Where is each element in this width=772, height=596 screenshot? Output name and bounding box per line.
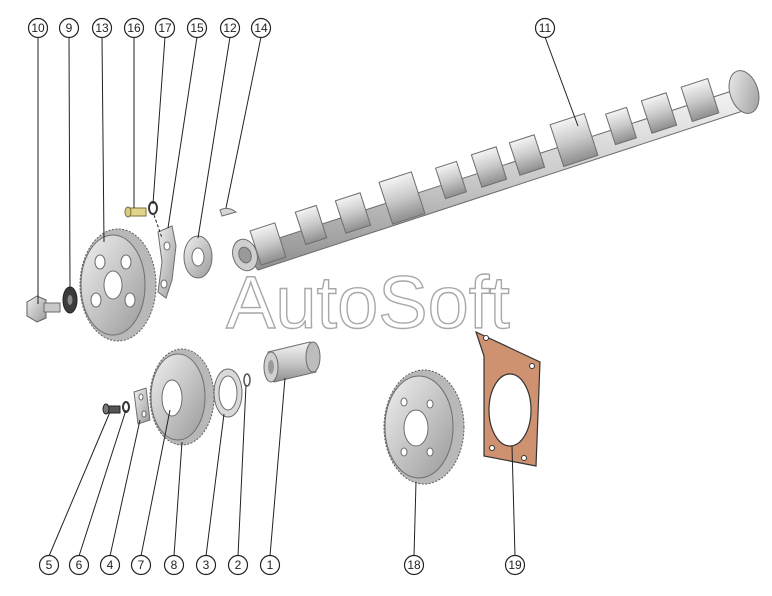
- callout-12: 12: [219, 17, 241, 39]
- callout-4: 4: [99, 554, 121, 576]
- callout-19: 19: [504, 554, 526, 576]
- svg-text:5: 5: [46, 558, 53, 572]
- callout-16: 16: [123, 17, 145, 39]
- spring-washer: [122, 401, 130, 413]
- gasket: [474, 330, 541, 467]
- svg-text:13: 13: [95, 21, 109, 35]
- intermediate-gear: [149, 348, 215, 446]
- callout-14: 14: [250, 17, 272, 39]
- svg-text:18: 18: [407, 558, 421, 572]
- callout-18: 18: [403, 554, 425, 576]
- callout-7: 7: [130, 554, 152, 576]
- callout-2: 2: [227, 554, 249, 576]
- svg-text:8: 8: [171, 558, 178, 572]
- camshaft: [232, 70, 760, 272]
- spacer-ring: [183, 235, 213, 279]
- svg-text:2: 2: [235, 558, 242, 572]
- callout-13: 13: [91, 17, 113, 39]
- callout-3: 3: [195, 554, 217, 576]
- callout-11: 11: [534, 17, 556, 39]
- svg-text:7: 7: [138, 558, 145, 572]
- bolt: [26, 295, 61, 323]
- callout-8: 8: [163, 554, 185, 576]
- callout-10: 10: [27, 17, 49, 39]
- key: [219, 207, 238, 217]
- svg-text:14: 14: [254, 21, 268, 35]
- thrust-washer: [213, 368, 243, 418]
- washer: [62, 286, 78, 314]
- small-ring: [243, 373, 251, 387]
- svg-text:4: 4: [107, 558, 114, 572]
- callout-15: 15: [186, 17, 208, 39]
- svg-text:17: 17: [158, 21, 172, 35]
- svg-text:3: 3: [203, 558, 210, 572]
- callout-5: 5: [38, 554, 60, 576]
- svg-text:19: 19: [508, 558, 522, 572]
- callout-17: 17: [154, 17, 176, 39]
- callout-6: 6: [68, 554, 90, 576]
- drive-gear: [383, 369, 465, 485]
- svg-text:15: 15: [190, 21, 204, 35]
- watermark-text: AutoSoft: [226, 261, 510, 344]
- svg-text:6: 6: [76, 558, 83, 572]
- svg-text:10: 10: [31, 21, 45, 35]
- leader-lines: [37, 36, 579, 557]
- retaining-plate: [133, 387, 151, 425]
- svg-text:9: 9: [66, 21, 73, 35]
- svg-text:1: 1: [267, 558, 274, 572]
- thrust-flange: [153, 214, 177, 299]
- svg-text:16: 16: [127, 21, 141, 35]
- svg-text:12: 12: [223, 21, 237, 35]
- screw: [124, 206, 147, 218]
- svg-text:11: 11: [539, 21, 552, 35]
- callout-1: 1: [259, 554, 281, 576]
- callout-9: 9: [58, 17, 80, 39]
- large-gear: [79, 228, 157, 342]
- sleeve: [263, 341, 321, 383]
- small-bolt: [102, 403, 121, 415]
